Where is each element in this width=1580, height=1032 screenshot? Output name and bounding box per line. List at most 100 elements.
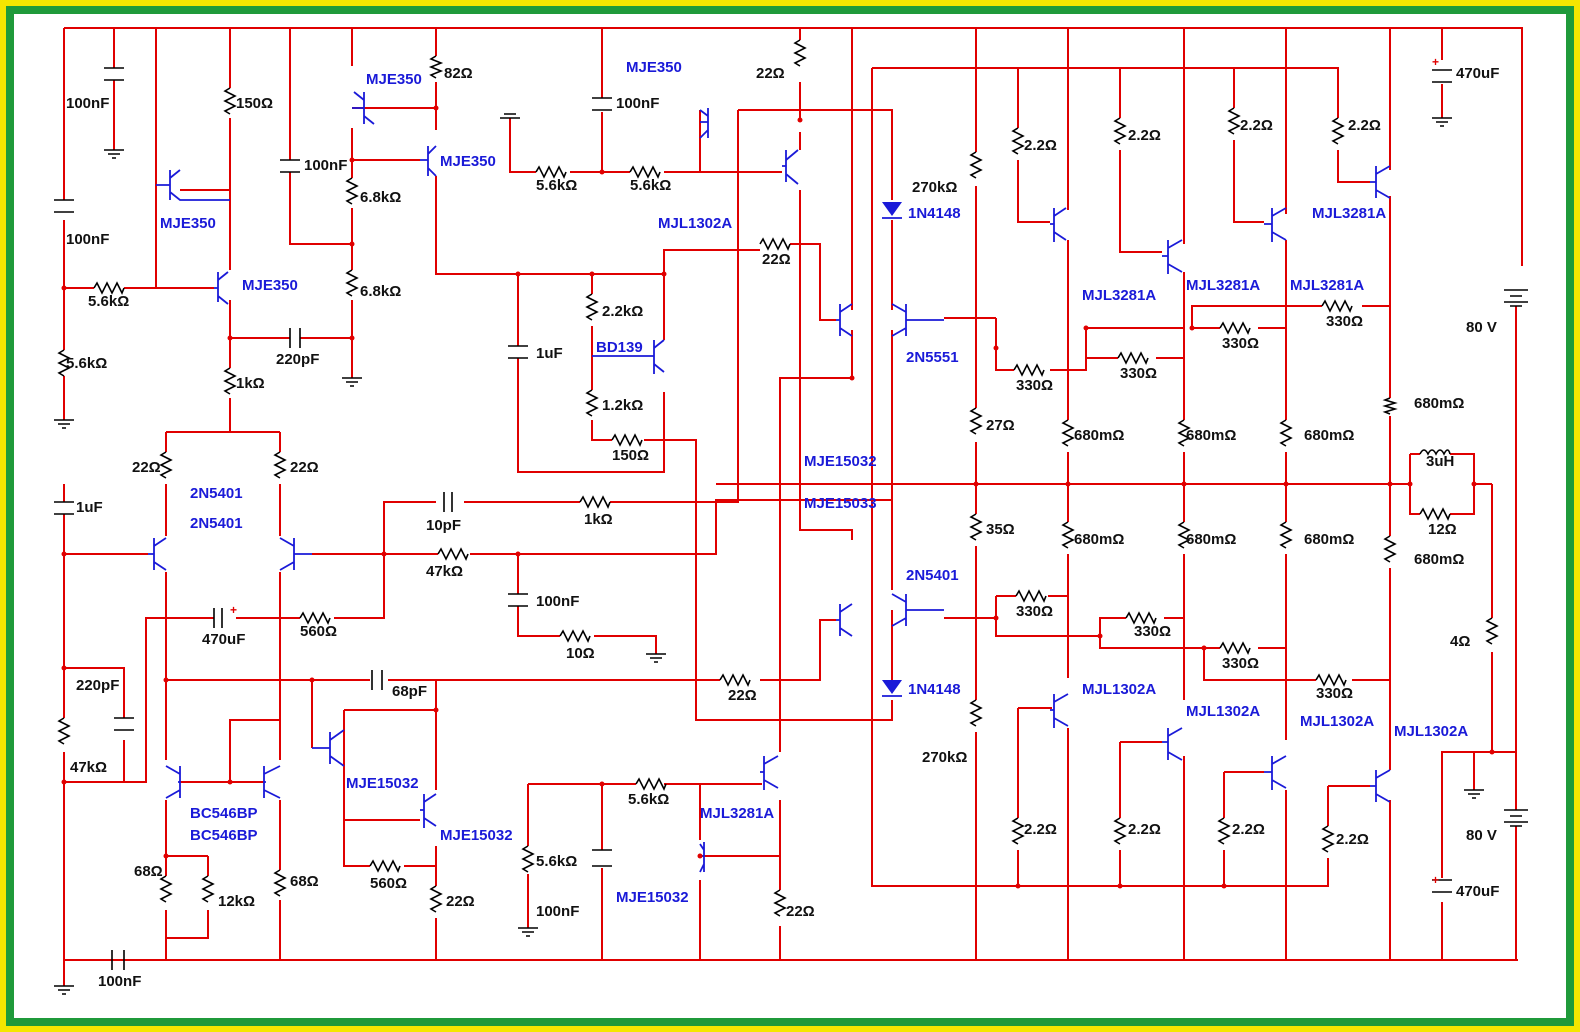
part-label: MJL3281A <box>1290 277 1364 294</box>
value-label: 5.6kΩ <box>88 293 129 310</box>
value-label: 220pF <box>76 677 119 694</box>
value-label: 330Ω <box>1326 313 1363 330</box>
value-label: 470uF <box>1456 65 1499 82</box>
value-label: 35Ω <box>986 521 1015 538</box>
value-label: 1kΩ <box>236 375 265 392</box>
value-label: 68Ω <box>134 863 163 880</box>
capacitors <box>54 67 1452 970</box>
polarity-marks: + + + <box>230 55 1439 887</box>
value-label: 330Ω <box>1222 335 1259 352</box>
value-label: 2.2Ω <box>1024 821 1057 838</box>
value-label: 330Ω <box>1222 655 1259 672</box>
value-label: 5.6kΩ <box>536 177 577 194</box>
value-label: 47kΩ <box>426 563 463 580</box>
value-label: 1uF <box>76 499 103 516</box>
svg-text:+: + <box>1432 873 1439 887</box>
part-label: MJE350 <box>366 71 422 88</box>
resistors <box>57 39 1499 917</box>
value-label: 80 V <box>1466 827 1497 844</box>
value-label: 330Ω <box>1016 603 1053 620</box>
part-label: MJL1302A <box>1082 681 1156 698</box>
part-label: MJE15033 <box>804 495 877 512</box>
value-label: 150Ω <box>236 95 273 112</box>
value-label: 100nF <box>98 973 141 990</box>
value-label: 680mΩ <box>1074 427 1124 444</box>
value-label: 100nF <box>536 903 579 920</box>
value-label: 2.2Ω <box>1240 117 1273 134</box>
value-label: 100nF <box>66 231 109 248</box>
part-label: BC546BP <box>190 827 258 844</box>
value-label: 680mΩ <box>1186 427 1236 444</box>
value-label: 330Ω <box>1316 685 1353 702</box>
batteries <box>1504 289 1528 827</box>
value-label: 3uH <box>1426 453 1454 470</box>
transistors <box>148 91 1391 873</box>
part-label: MJL1302A <box>1394 723 1468 740</box>
part-label: BC546BP <box>190 805 258 822</box>
svg-text:+: + <box>230 603 237 617</box>
value-label: 100nF <box>66 95 109 112</box>
part-label: MJE15032 <box>616 889 689 906</box>
part-label: MJE15032 <box>346 775 419 792</box>
value-label: 12kΩ <box>218 893 255 910</box>
grounds <box>54 113 1484 995</box>
value-label: 10pF <box>426 517 461 534</box>
part-label: 1N4148 <box>908 681 961 698</box>
value-label: 6.8kΩ <box>360 189 401 206</box>
part-label: 2N5401 <box>906 567 959 584</box>
value-label: 560Ω <box>300 623 337 640</box>
part-label: MJL1302A <box>1300 713 1374 730</box>
value-label: 1kΩ <box>584 511 613 528</box>
part-label: MJL3281A <box>1082 287 1156 304</box>
value-label: 5.6kΩ <box>66 355 107 372</box>
value-label: 22Ω <box>132 459 161 476</box>
part-label: MJE350 <box>242 277 298 294</box>
value-label: 680mΩ <box>1414 395 1464 412</box>
value-label: 100nF <box>304 157 347 174</box>
schematic-frame <box>6 6 1574 1026</box>
value-label: 2.2Ω <box>1128 821 1161 838</box>
value-label: 2.2Ω <box>1232 821 1265 838</box>
part-label: MJL3281A <box>1312 205 1386 222</box>
part-label: BD139 <box>596 339 643 356</box>
part-label: MJL3281A <box>1186 277 1260 294</box>
value-label: 680mΩ <box>1186 531 1236 548</box>
value-label: 6.8kΩ <box>360 283 401 300</box>
value-label: 80 V <box>1466 319 1497 336</box>
value-label: 270kΩ <box>912 179 957 196</box>
part-label: MJL1302A <box>1186 703 1260 720</box>
value-label: 2.2Ω <box>1128 127 1161 144</box>
part-label: MJL1302A <box>658 215 732 232</box>
value-label: 68pF <box>392 683 427 700</box>
part-label: 1N4148 <box>908 205 961 222</box>
part-label: MJE350 <box>160 215 216 232</box>
value-label: 2.2Ω <box>1348 117 1381 134</box>
value-label: 330Ω <box>1016 377 1053 394</box>
part-label: 2N5401 <box>190 515 243 532</box>
value-label: 2.2Ω <box>1336 831 1369 848</box>
value-label: 82Ω <box>444 65 473 82</box>
value-label: 150Ω <box>612 447 649 464</box>
value-label: 1.2kΩ <box>602 397 643 414</box>
value-label: 4Ω <box>1450 633 1470 650</box>
value-label: 68Ω <box>290 873 319 890</box>
value-label: 5.6kΩ <box>630 177 671 194</box>
value-label: 680mΩ <box>1304 531 1354 548</box>
value-label: 22Ω <box>762 251 791 268</box>
part-label: MJE350 <box>626 59 682 76</box>
value-label: 47kΩ <box>70 759 107 776</box>
value-label: 27Ω <box>986 417 1015 434</box>
value-label: 680mΩ <box>1074 531 1124 548</box>
part-label: 2N5401 <box>190 485 243 502</box>
part-label: MJE350 <box>440 153 496 170</box>
component-labels: 100nF 150Ω MJE350 82Ω MJE350 100nF 22Ω 470uF 100… <box>66 59 1499 990</box>
wires <box>63 27 1523 986</box>
value-label: 100nF <box>536 593 579 610</box>
value-label: 12Ω <box>1428 521 1457 538</box>
svg-text:+: + <box>1432 55 1439 69</box>
value-label: 22Ω <box>728 687 757 704</box>
value-label: 22Ω <box>786 903 815 920</box>
value-label: 22Ω <box>446 893 475 910</box>
junctions <box>61 105 1495 889</box>
